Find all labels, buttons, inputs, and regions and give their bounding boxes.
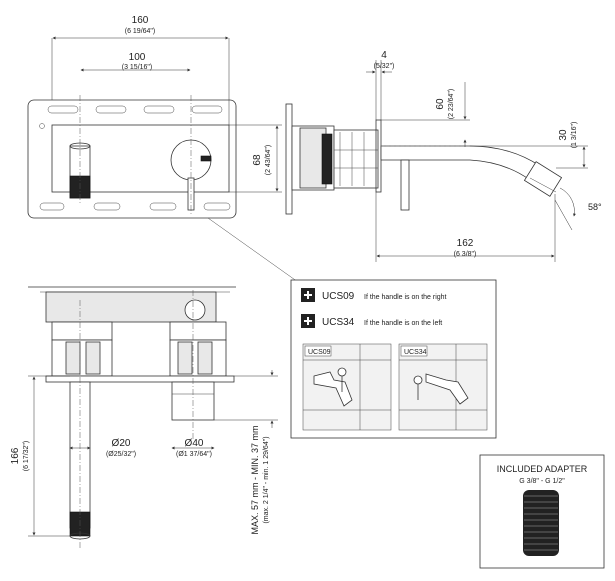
option-desc-ucs34: If the handle is on the left <box>364 320 442 327</box>
dim-162-mm: 162 <box>457 238 474 249</box>
dim-30-in: (1 3/16") <box>571 122 578 149</box>
adapter-subtitle: G 3/8" - G 1/2" <box>519 478 565 485</box>
dim-166-in: (6 17/32") <box>23 441 30 472</box>
side-view <box>285 60 588 262</box>
dim-diam-20-in: (Ø25/32") <box>106 451 136 458</box>
thumb-label-ucs09: UCS09 <box>308 349 331 356</box>
dim-diam-20-mm: Ø20 <box>112 438 131 449</box>
front-view <box>27 36 299 283</box>
dim-162-in: (6 3/8") <box>454 251 477 258</box>
dim-4-in: (5/32") <box>374 63 395 70</box>
dim-60-mm: 60 <box>435 98 446 110</box>
thumb-label-ucs34: UCS34 <box>404 349 427 356</box>
dim-diam-40-mm: Ø40 <box>185 438 204 449</box>
dim-wall-depth-mm: MAX. 57 mm - MIN. 37 mm <box>250 425 260 534</box>
option-desc-ucs09: If the handle is on the right <box>364 294 447 301</box>
dim-166-mm: 166 <box>10 447 21 464</box>
dim-4-mm: 4 <box>381 50 387 61</box>
dim-30-mm: 30 <box>558 129 569 141</box>
dim-100-in: (3 15/16") <box>122 64 153 71</box>
dim-160-mm: 160 <box>132 15 149 26</box>
bottom-view <box>28 286 278 550</box>
dim-wall-depth-in: (max. 2 1/4" - min. 1 29/64") <box>263 436 270 523</box>
dim-60-in: (2 23/64") <box>448 89 455 120</box>
dim-68-in: (2 43/64") <box>265 145 272 176</box>
dim-100-mm: 100 <box>129 52 146 63</box>
adapter-box <box>479 454 605 569</box>
dim-angle-58: 58° <box>588 202 602 212</box>
adapter-icon <box>523 490 559 556</box>
option-code-ucs09: UCS09 <box>322 291 355 302</box>
dim-160-in: (6 19/64") <box>125 28 156 35</box>
dim-68-mm: 68 <box>252 154 263 166</box>
option-code-ucs34: UCS34 <box>322 317 355 328</box>
dim-diam-40-in: (Ø1 37/64") <box>176 451 212 458</box>
options-box <box>290 279 497 439</box>
adapter-title: INCLUDED ADAPTER <box>497 464 588 474</box>
